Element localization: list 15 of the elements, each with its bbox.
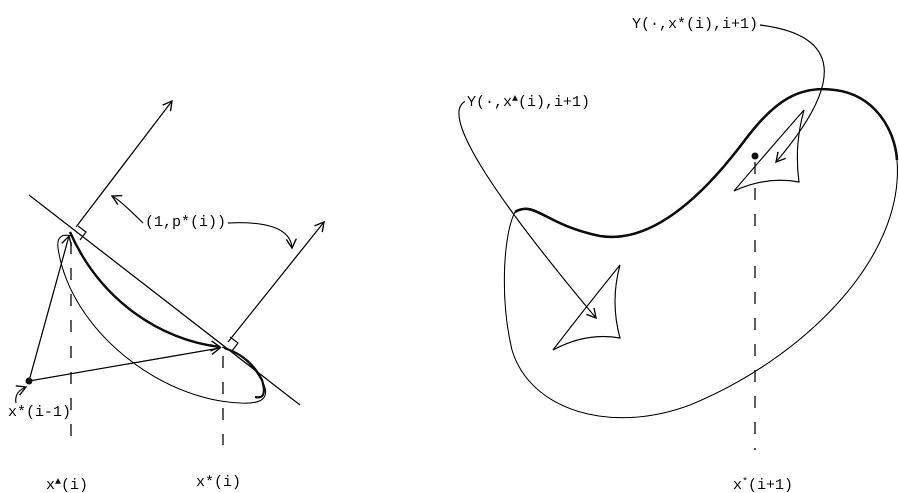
callout-label: Y(·,x*(i),i+1) — [632, 16, 758, 34]
callout-label: x*(i-1) — [8, 404, 72, 422]
callout-label: (1,p*(i)) — [145, 214, 226, 232]
leader-line — [111, 195, 144, 224]
callout-label: Y(·,x$^{▲}$(i),i+1) — [467, 91, 590, 112]
curved-triangle — [552, 264, 621, 351]
coordinate-label: x$^{*}$(i+1) — [733, 476, 794, 493]
coordinate-label: x*(i) — [196, 474, 242, 492]
point-dot — [26, 378, 32, 384]
leader-line — [458, 101, 597, 319]
curved-triangle — [733, 109, 805, 192]
leader-line — [15, 386, 27, 404]
leader-line — [760, 24, 825, 163]
leader-line — [228, 222, 296, 249]
coordinate-label: x$^{▲}$(i) — [46, 476, 88, 493]
